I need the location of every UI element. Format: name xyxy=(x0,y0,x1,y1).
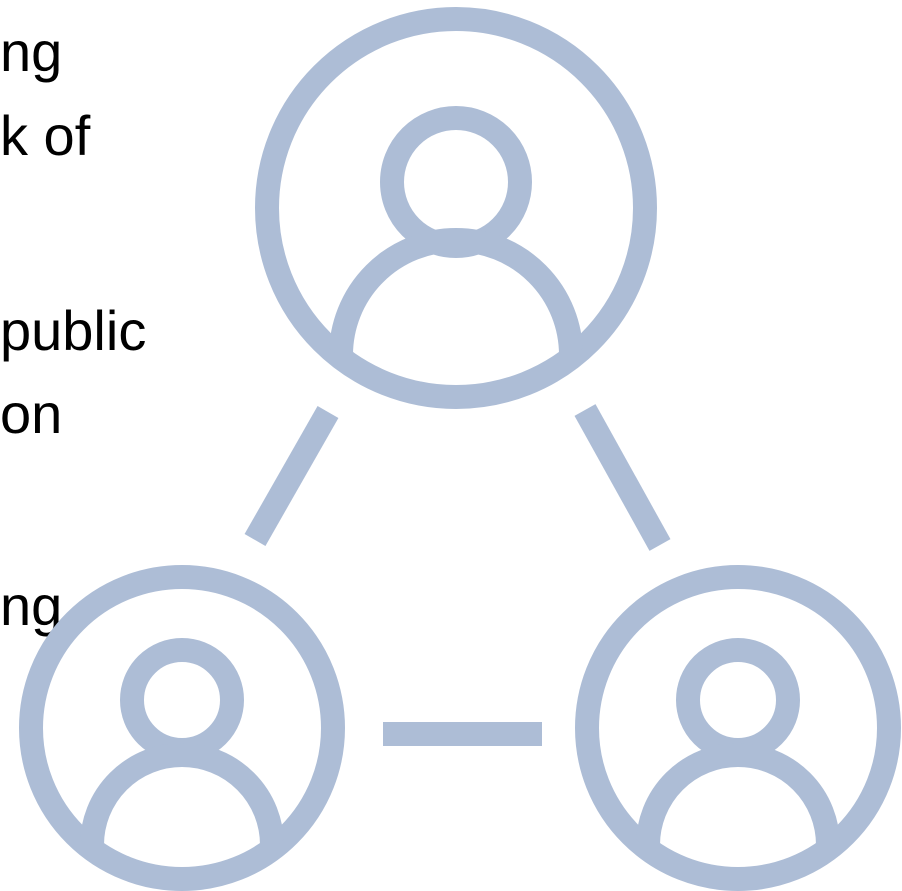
user-icon-ring xyxy=(575,565,901,891)
text-fragment: ng xyxy=(0,20,63,83)
user-icon-ring xyxy=(255,7,657,409)
text-fragment: public xyxy=(0,299,147,362)
user-shoulders xyxy=(636,743,840,846)
text-fragment: on xyxy=(0,382,63,445)
user-head xyxy=(676,638,800,762)
user-head xyxy=(120,638,244,762)
connector-top-right xyxy=(574,404,671,551)
user-shoulders xyxy=(80,743,284,846)
user-shoulders xyxy=(329,228,583,356)
text-fragment: ng xyxy=(0,574,63,637)
user-icon xyxy=(575,565,901,891)
user-icon xyxy=(19,565,345,891)
user-icon-ring xyxy=(19,565,345,891)
user-icon xyxy=(255,7,657,409)
text-fragment: k of xyxy=(0,104,91,167)
connector-top-left xyxy=(244,406,339,546)
user-head xyxy=(380,106,532,258)
